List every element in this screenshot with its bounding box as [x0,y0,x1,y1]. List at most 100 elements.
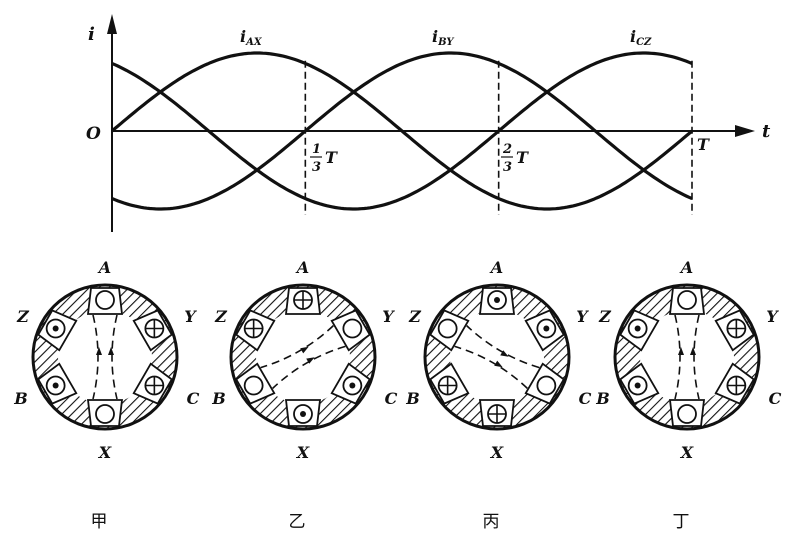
stator-slot [132,309,173,352]
terminal-label-y: Y [382,307,395,326]
conductor-empty-icon [536,375,557,396]
conductor-empty-icon [243,375,264,396]
tick-two-thirds-den: 3 [503,160,512,175]
conductor-cross-icon [243,318,264,339]
stator-slot [37,362,78,405]
stator-slot [86,399,124,427]
conductor-dot-icon [45,318,66,339]
stator-slot [619,362,660,405]
field-arrow-icon [690,347,696,355]
terminal-label-z: Z [214,307,228,326]
terminal-label-c: C [385,389,398,408]
terminal-label-y: Y [766,307,779,326]
stator-slot [524,362,565,405]
stator-slot [330,309,371,352]
stator-diagram-2: A X Z Y B C 乙 [211,258,397,532]
curve-icz [111,51,693,211]
terminal-label-a: A [679,258,693,277]
conductor-empty-icon [677,404,697,424]
stator-slot [429,309,470,352]
tick-one-third-den: 3 [312,160,321,175]
y-axis-arrow-icon [107,14,117,34]
terminal-label-y: Y [576,307,589,326]
stator-slot [132,362,173,405]
terminal-label-c: C [769,389,782,408]
conductor-cross-icon [726,318,747,339]
terminal-label-z: Z [408,307,422,326]
label-iax: iAX [240,27,263,48]
origin-label: O [86,124,101,144]
x-axis-label: t [762,121,771,142]
rotor-bore [640,310,734,404]
terminal-label-c: C [579,389,592,408]
conductor-cross-icon [437,375,458,396]
magnetic-field-lines [674,314,700,400]
terminal-label-y: Y [184,307,197,326]
tick-two-thirds-num: 2 [502,142,512,157]
stator-slot [235,309,276,352]
current-waveform-graph: i t O 1 3 T 2 3 T T iAX iBY iCZ [86,14,771,232]
rotor-bore [256,310,350,404]
conductor-dot-icon [627,375,648,396]
field-arrow-icon [96,347,102,355]
stator-slot [619,309,660,352]
conductor-dot-icon [342,375,363,396]
tick-two-thirds-unit: T [516,148,529,167]
terminal-label-x: X [490,443,504,462]
stator-slot [284,399,322,427]
stator-slot [37,309,78,352]
field-arrow-icon [494,360,503,368]
terminal-label-a: A [295,258,309,277]
magnetic-field-lines [454,325,540,389]
magnetic-field-lines [92,314,118,400]
terminal-label-a: A [489,258,503,277]
stator-slot [714,309,755,352]
conductor-empty-icon [342,318,363,339]
conductor-dot-icon [293,404,313,424]
terminal-label-b: B [595,389,610,408]
diagram-caption: 丙 [483,512,500,532]
tick-one-third-num: 1 [312,142,321,157]
conductor-empty-icon [95,290,115,310]
conductor-cross-icon [144,375,165,396]
stator-slot [668,399,706,427]
label-iby: iBY [432,27,454,48]
conductor-empty-icon [677,290,697,310]
diagram-caption: 乙 [289,512,306,532]
curve-iby [111,51,693,211]
terminal-label-c: C [187,389,200,408]
conductor-dot-icon [536,318,557,339]
terminal-label-a: A [97,258,111,277]
terminal-label-z: Z [16,307,30,326]
terminal-label-z: Z [598,307,612,326]
conductor-cross-icon [293,290,313,310]
diagram-caption: 丁 [673,512,690,532]
terminal-label-b: B [13,389,28,408]
field-arrow-icon [108,347,114,355]
conductor-dot-icon [45,375,66,396]
terminal-label-b: B [211,389,226,408]
conductor-dot-icon [487,290,507,310]
conductor-empty-icon [95,404,115,424]
field-arrow-icon [500,350,509,357]
stator-slot [478,287,516,315]
conductor-cross-icon [726,375,747,396]
magnetic-field-lines [260,325,346,389]
field-arrow-icon [300,346,309,354]
stator-slot [86,287,124,315]
tick-one-third-unit: T [325,148,338,167]
stator-slot [429,362,470,405]
rotor-bore [450,310,544,404]
terminal-label-x: X [296,443,310,462]
conductor-cross-icon [487,404,507,424]
stator-slot [714,362,755,405]
x-axis-arrow-icon [735,125,755,137]
stator-slot [668,287,706,315]
stator-slot [284,287,322,315]
conductor-empty-icon [437,318,458,339]
field-arrow-icon [678,347,684,355]
conductor-cross-icon [144,318,165,339]
